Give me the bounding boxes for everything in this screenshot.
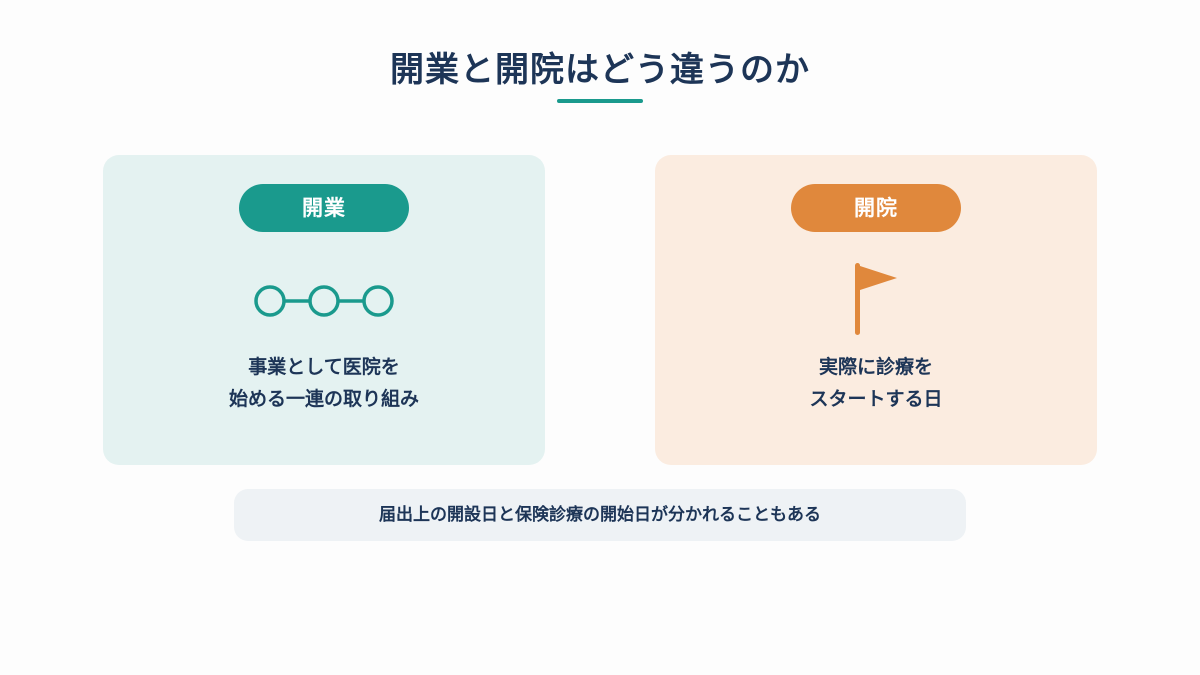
card-kaigyo-line-2: 始める一連の取り組み xyxy=(228,388,419,410)
card-kaigyo-description: 事業として医院を 始める一連の取り組み xyxy=(103,351,545,415)
card-kaiin-line-1: 実際に診療を xyxy=(818,356,933,378)
flag-icon xyxy=(655,261,1097,341)
title-underline xyxy=(557,99,643,103)
card-kaigyo: 開業 事業として医院を 始める一連の取り組み xyxy=(103,155,545,465)
pill-kaigyo: 開業 xyxy=(239,184,409,232)
pill-kaiin: 開院 xyxy=(791,184,961,232)
note-banner: 届出上の開設日と保険診療の開始日が分かれることもある xyxy=(234,489,966,541)
card-kaiin: 開院 実際に診療を スタートする日 xyxy=(655,155,1097,465)
page-title: 開業と開院はどう違うのか xyxy=(390,50,810,90)
card-kaiin-description: 実際に診療を スタートする日 xyxy=(655,351,1097,415)
card-kaiin-line-2: スタートする日 xyxy=(809,388,943,410)
card-kaigyo-line-1: 事業として医院を xyxy=(248,356,400,378)
connected-circles-icon xyxy=(103,283,545,323)
